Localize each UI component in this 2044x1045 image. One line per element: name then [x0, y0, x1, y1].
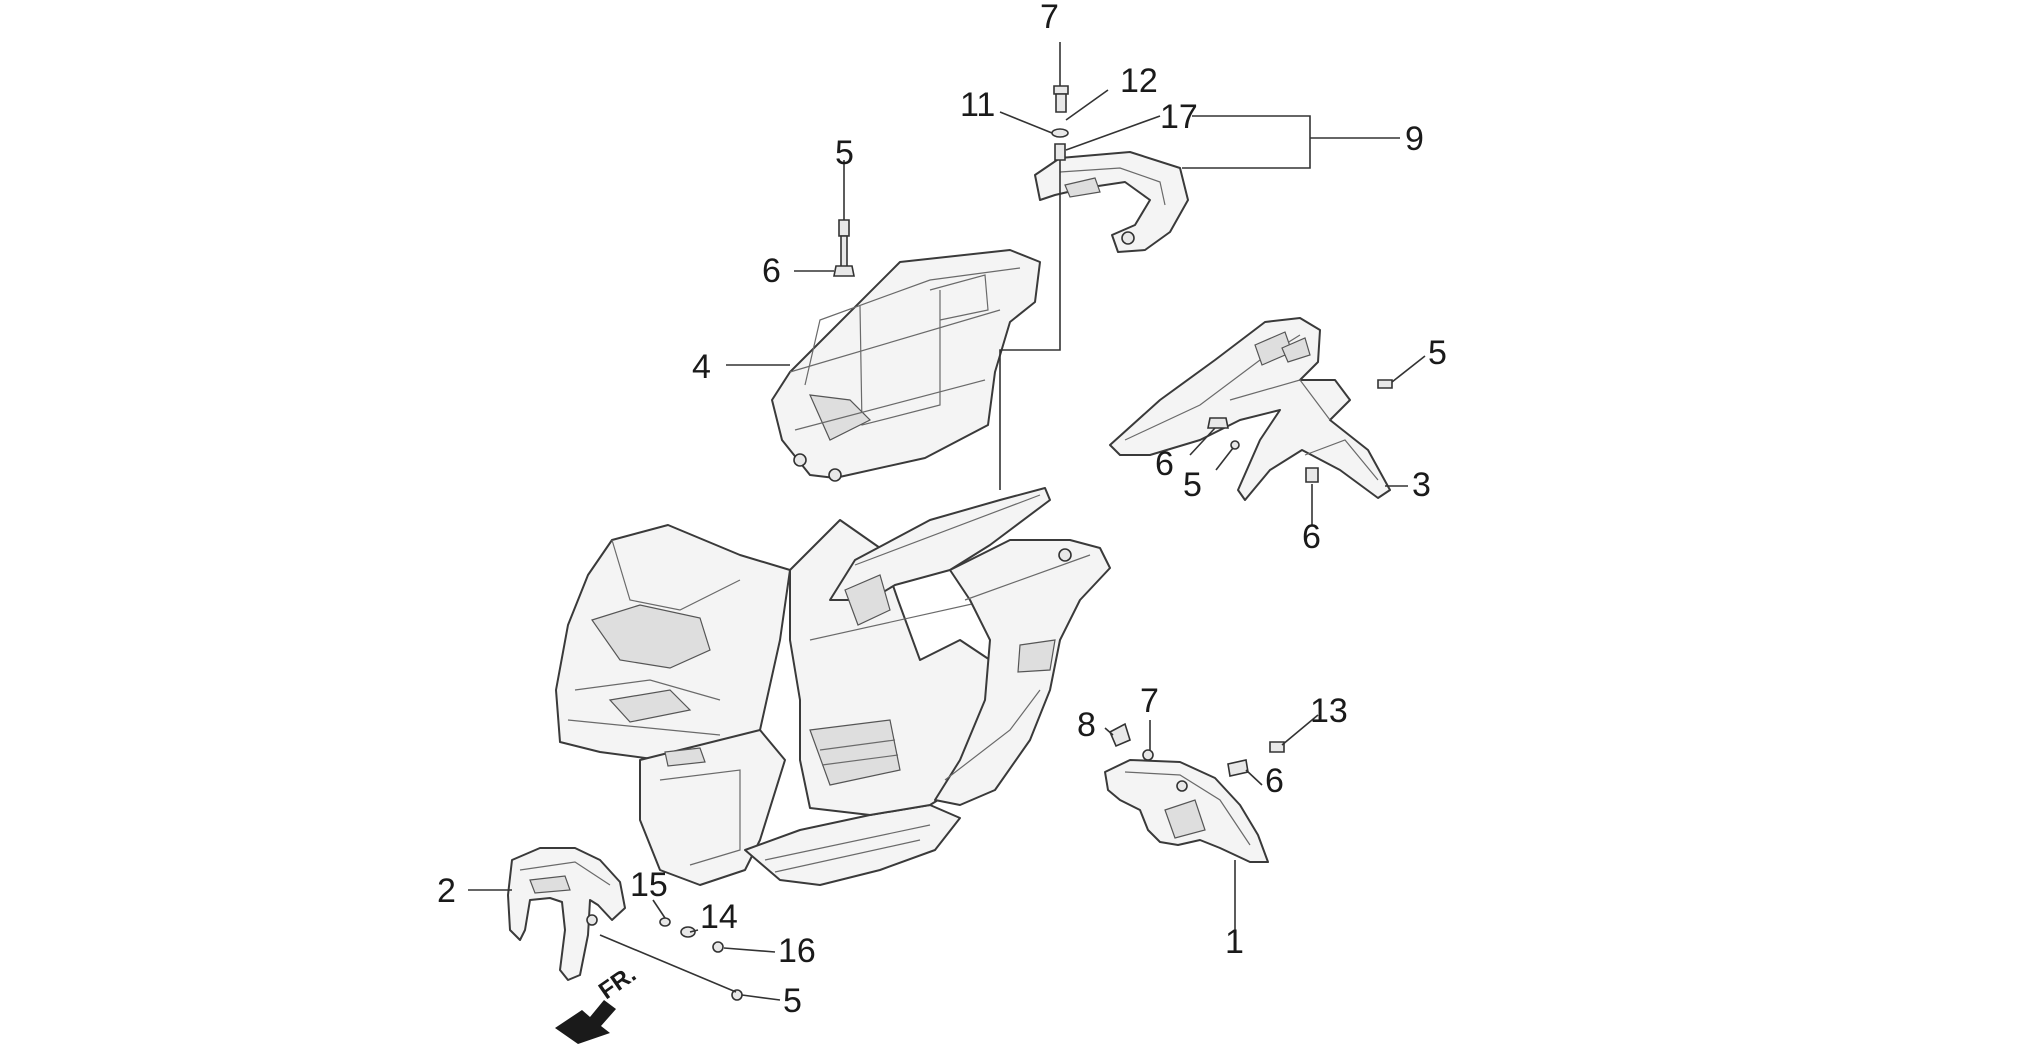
callout-label: 5 [1183, 466, 1202, 504]
callout-label: 5 [835, 134, 854, 172]
callout-labels: 7 12 11 17 9 5 6 4 5 6 5 3 6 7 8 13 6 1 … [437, 0, 1447, 1020]
callout-label: 7 [1140, 682, 1159, 720]
callout-label: 3 [1412, 466, 1431, 504]
fasteners [659, 85, 1393, 1001]
callout-label: 13 [1310, 692, 1348, 730]
rear-mudguard [1104, 759, 1269, 863]
callout-label: 2 [437, 872, 456, 910]
callout-label: 12 [1120, 62, 1158, 100]
callout-label: 5 [1428, 334, 1447, 372]
callout-label: 6 [1155, 445, 1174, 483]
helmet-compartment [771, 249, 1041, 482]
callout-label: 15 [630, 866, 668, 904]
callout-label: 16 [778, 932, 816, 970]
rear-fairing [1109, 317, 1391, 501]
callout-label: 17 [1160, 98, 1198, 136]
body-frame [555, 487, 1111, 886]
leader-lines [468, 42, 1426, 1001]
front-mudguard [507, 847, 626, 981]
callout-label: 1 [1225, 923, 1244, 961]
callout-label: 8 [1077, 706, 1096, 744]
callout-label: 6 [1265, 762, 1284, 800]
front-direction-label: FR. [594, 961, 641, 1005]
callout-label: 14 [700, 898, 738, 936]
rear-grab-handle [1034, 151, 1189, 253]
callout-label: 6 [762, 252, 781, 290]
callout-label: 11 [960, 86, 995, 124]
callout-label: 4 [692, 348, 711, 386]
front-direction-arrow-icon [555, 1000, 616, 1044]
callout-label: 5 [783, 982, 802, 1020]
callout-label: 6 [1302, 518, 1321, 556]
callout-label: 9 [1405, 120, 1424, 158]
callout-label: 7 [1040, 0, 1059, 36]
